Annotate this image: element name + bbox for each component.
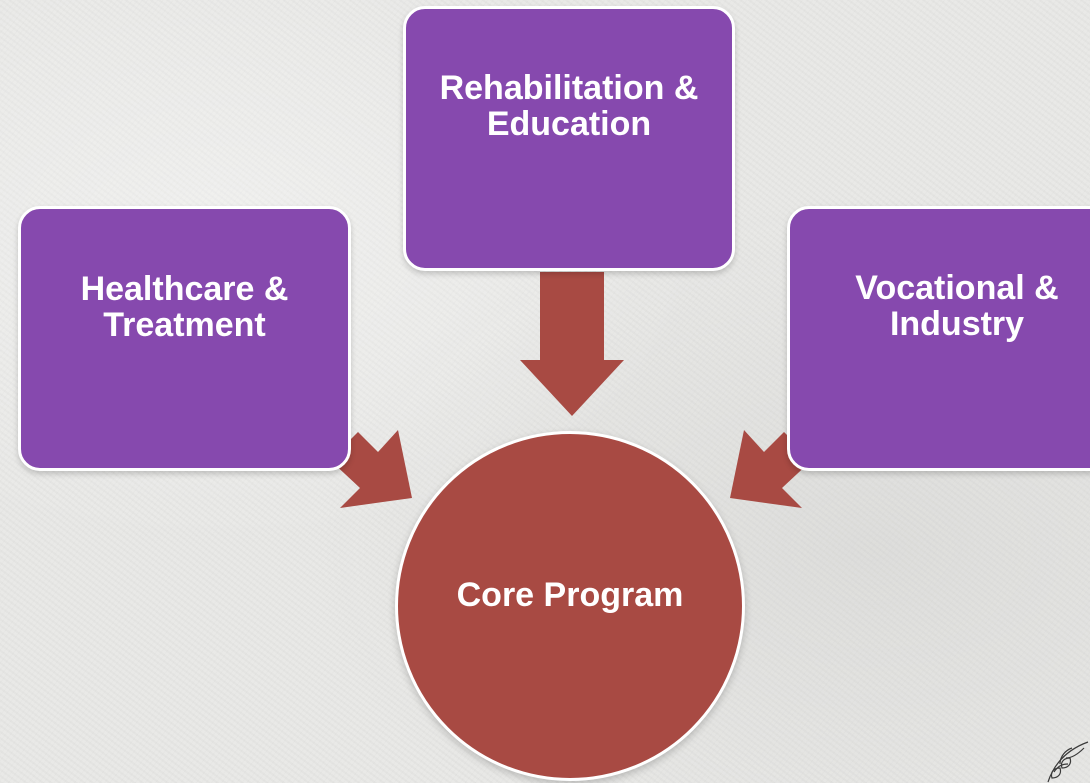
rehabilitation-education-label: Rehabilitation & Education [439,68,699,143]
leaf-ornament-icon [1047,741,1089,783]
rehabilitation-education-box: Rehabilitation & Education [403,6,735,271]
core-program-circle: Core Program [395,431,745,781]
vocational-industry-label: Vocational & Industry [855,268,1059,343]
core-program-label: Core Program [456,576,684,614]
healthcare-treatment-box: Healthcare & Treatment [18,206,351,471]
healthcare-treatment-label: Healthcare & Treatment [80,269,289,344]
arrow-top-to-core [520,272,624,416]
vocational-industry-box: Vocational & Industry [787,206,1090,471]
